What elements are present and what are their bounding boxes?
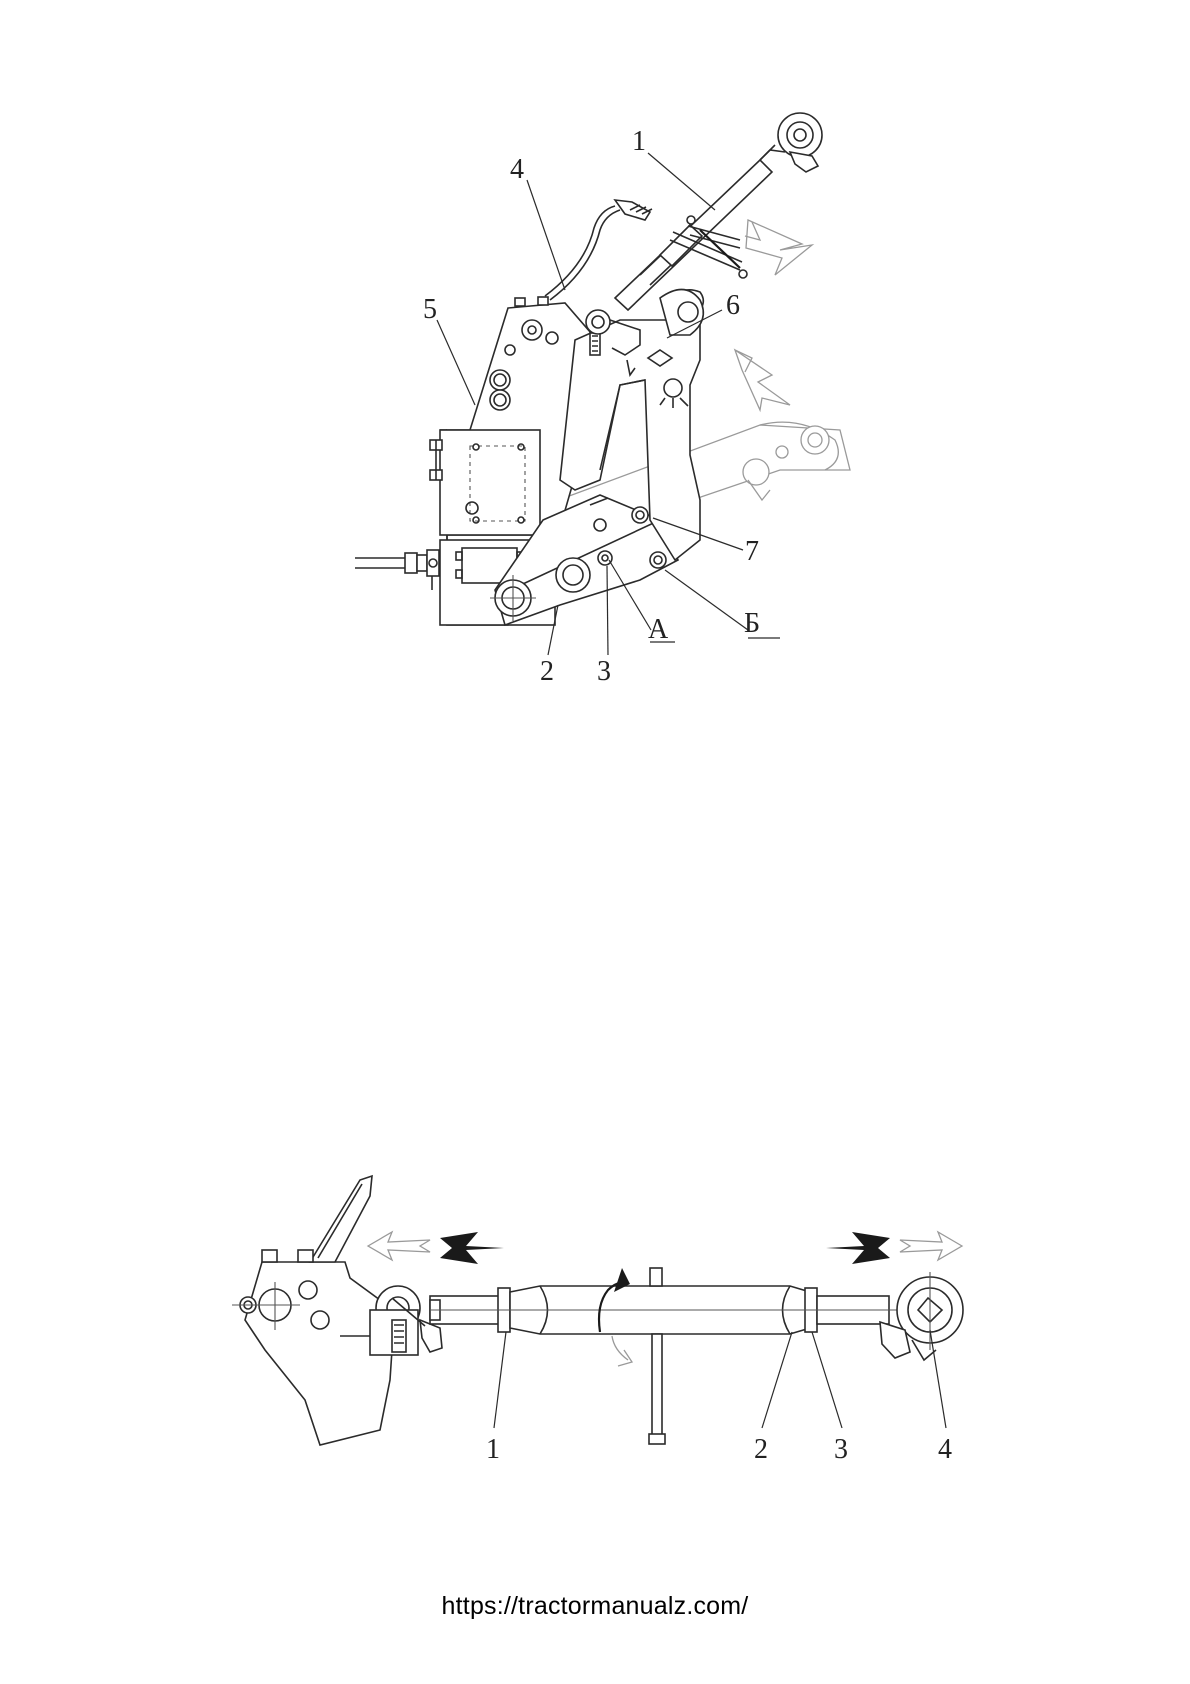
right-ball-joint [880, 1272, 963, 1360]
callout-4-cable: 4 [510, 154, 524, 185]
callout-7-pin: 7 [745, 536, 759, 567]
callout-4-ball-joint: 4 [938, 1434, 952, 1465]
mounting-bracket [232, 1176, 392, 1445]
hydraulic-hose [355, 550, 439, 590]
callout-1-nut: 1 [486, 1434, 500, 1465]
figure2-leader-lines [494, 1330, 946, 1428]
callout-1-top-link: 1 [632, 126, 646, 157]
axial-direction-arrows [368, 1232, 962, 1264]
callout-a-hole: А [648, 614, 669, 645]
callout-5-frame: 5 [423, 294, 437, 325]
callout-b-hole: Б [744, 608, 760, 639]
callout-3-nut: 3 [834, 1434, 848, 1465]
callout-2-lower-link: 2 [540, 656, 554, 687]
adjustable-top-link-drawing: 1 2 3 4 [232, 1176, 963, 1465]
turnbuckle-rod [430, 1268, 900, 1444]
callout-3-pin: 3 [597, 656, 611, 687]
lift-direction-arrows [735, 220, 812, 410]
hitch-assembly-drawing: 1 4 5 6 7 2 3 А Б [355, 113, 850, 687]
callout-2-tube: 2 [754, 1434, 768, 1465]
callout-6-hook: 6 [726, 290, 740, 321]
footer-url: https://tractormanualz.com/ [0, 1592, 1190, 1621]
